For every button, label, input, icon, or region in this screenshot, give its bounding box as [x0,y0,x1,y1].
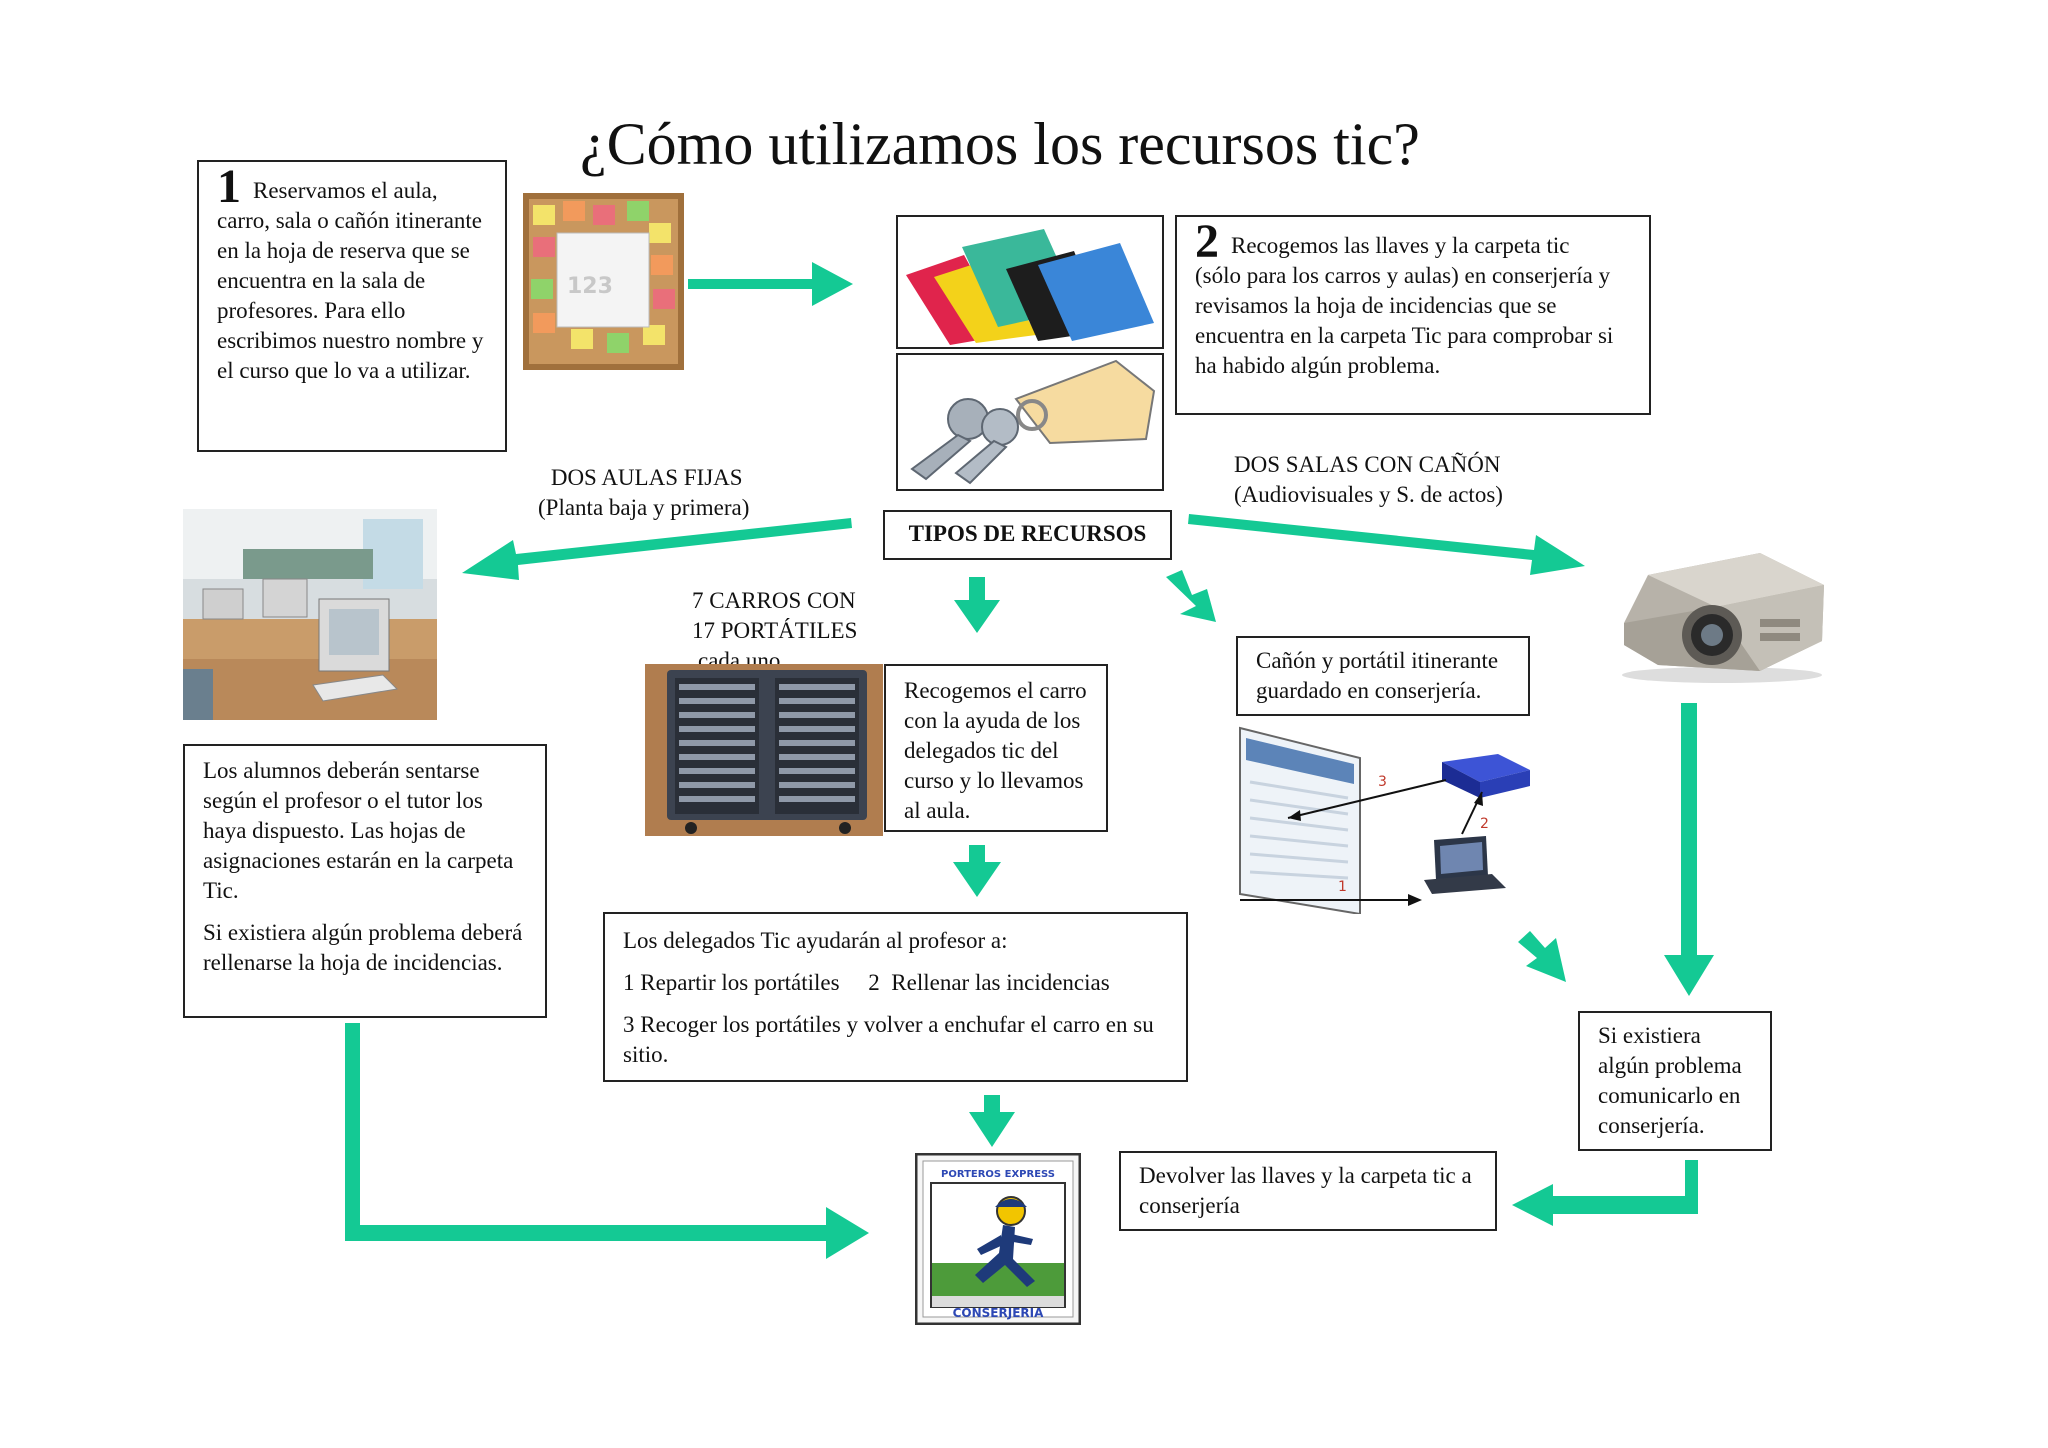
setup-number-1: 1 [1338,879,1347,895]
projector-setup-icon: 3 2 1 [1236,724,1536,914]
resources-box: TIPOS DE RECURSOS [883,510,1172,560]
arrow-to-carros [954,577,1000,633]
arrow-alumnos-to-conserjeria [345,1023,869,1259]
step1-text-first: Reservamos el aula, [253,178,438,203]
delegados-box-p2: 1 Repartir los portátiles 2 Rellenar las… [623,970,1110,995]
arrow-to-conserjeria-center [969,1095,1015,1147]
aulas-line1: DOS AULAS FIJAS [550,465,743,490]
step1-number: 1 [217,160,241,213]
carro-box-text: Recogemos el carro con la ayuda de los d… [904,678,1087,823]
logo-top-text: PORTEROS EXPRESS [941,1169,1055,1180]
salas-line1: DOS SALAS CON CAÑÓN [1234,452,1501,477]
aulas-label: DOS AULAS FIJAS (Planta baja y primera) [538,463,749,523]
carros-label: 7 CARROS CON 17 PORTÁTILES cada uno [692,586,857,676]
arrow-to-problema [1518,931,1566,982]
delegados-box-p1: Los delegados Tic ayudarán al profesor a… [623,928,1008,953]
carros-line1: 7 CARROS CON [692,588,856,613]
logo-bottom-text: CONSERJERIA [953,1306,1044,1320]
step1-box: 1 Reservamos el aula, carro, sala o cañón… [197,160,507,452]
cork-board-icon: 123 [523,193,684,370]
alumnos-box: Los alumnos deberán sentarse según el pr… [183,744,547,1018]
arrow-to-step2 [688,262,853,306]
laptop-cart-icon [645,664,883,836]
step2-number: 2 [1195,215,1219,268]
step2-text: (sólo para los carros y aulas) en conser… [1195,263,1614,378]
folders-icon [896,215,1164,349]
setup-number-3: 3 [1378,774,1387,790]
carros-line2: 17 PORTÁTILES [692,618,858,643]
problema-box-text: Si existiera algún problema comunicarlo … [1598,1023,1742,1138]
aulas-line2: (Planta baja y primera) [538,495,750,520]
arrow-to-delegados [953,845,1001,897]
delegados-box-p3: 3 Recoger los portátiles y volver a ench… [623,1012,1154,1067]
canon-box-text: Cañón y portátil itinerante guardado en … [1256,648,1499,703]
arrow-to-canon [1166,570,1216,622]
alumnos-box-p1: Los alumnos deberán sentarse según el pr… [203,758,514,903]
salas-line2: (Audiovisuales y S. de actos) [1234,482,1503,507]
problema-box: Si existiera algún problema comunicarlo … [1578,1011,1772,1151]
step1-text: carro, sala o cañón itinerante en la hoj… [217,208,484,383]
delegados-box: Los delegados Tic ayudarán al profesor a… [603,912,1188,1082]
carro-box: Recogemos el carro con la ayuda de los d… [884,664,1108,832]
page-title: ¿Cómo utilizamos los recursos tic? [580,111,1420,177]
classroom-icon [183,509,437,720]
resources-box-label: TIPOS DE RECURSOS [908,521,1147,546]
salas-label: DOS SALAS CON CAÑÓN (Audiovisuales y S. … [1234,450,1503,510]
canon-box: Cañón y portátil itinerante guardado en … [1236,636,1530,716]
devolver-box-text: Devolver las llaves y la carpeta tic a c… [1139,1163,1472,1218]
arrow-to-salas [1188,514,1585,575]
step2-text-first: Recogemos las llaves y la carpeta tic [1231,233,1570,258]
svg-text:123: 123 [567,274,613,299]
alumnos-box-p2: Si existiera algún problema deberá relle… [203,920,523,975]
arrow-to-devolver [1512,1160,1698,1226]
arrow-to-aulas [462,518,852,580]
setup-number-2: 2 [1480,816,1489,832]
devolver-box: Devolver las llaves y la carpeta tic a c… [1119,1151,1497,1231]
keys-icon [896,353,1164,491]
conserjeria-logo-icon: PORTEROS EXPRESS CONSERJERIA [915,1153,1081,1325]
projector-icon [1610,545,1835,685]
step2-box: 2 Recogemos las llaves y la carpeta tic (… [1175,215,1651,415]
arrow-projector-down [1664,703,1714,996]
